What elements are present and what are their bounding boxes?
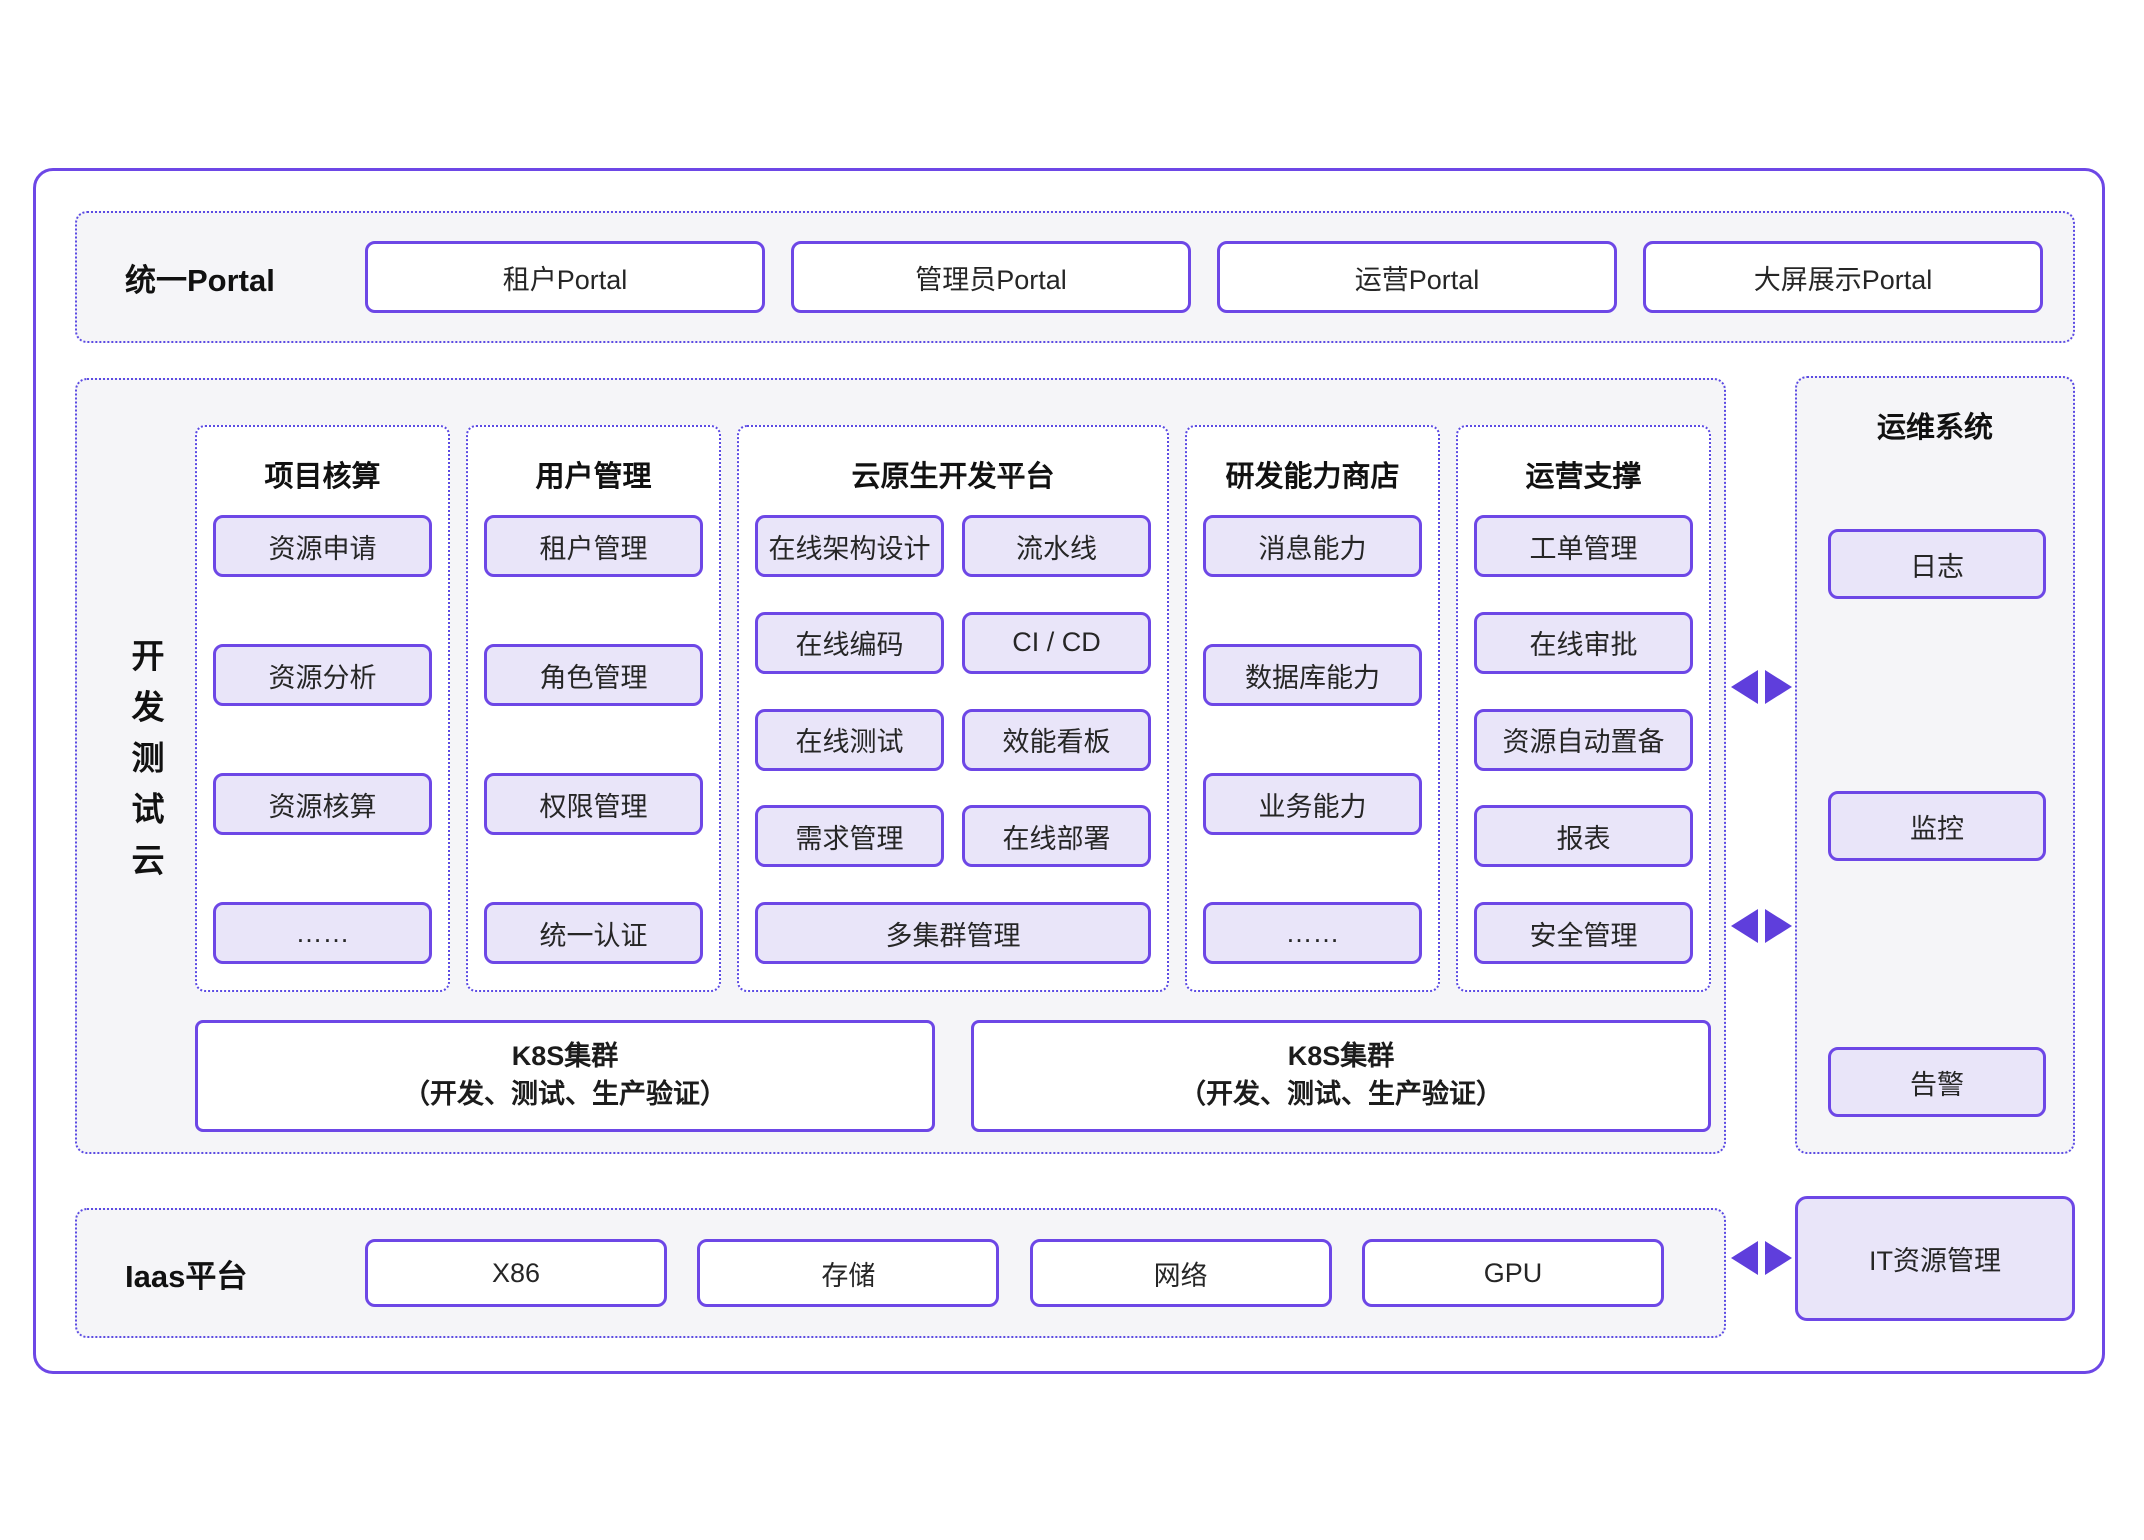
left-triangle-icon: [1731, 670, 1758, 704]
devtest-cloud-label: 开发测试云: [127, 638, 164, 894]
right-triangle-icon: [1765, 909, 1792, 943]
column-capability-store: 研发能力商店 消息能力 数据库能力 业务能力 ……: [1185, 425, 1440, 992]
module-box: CI / CD: [962, 611, 1151, 674]
module-box: 在线架构设计: [755, 515, 944, 577]
column-title: 用户管理: [535, 461, 652, 493]
module-box: 租户管理: [484, 515, 703, 577]
module-box: 资源核算: [213, 773, 432, 835]
column-title: 运营支撑: [1525, 461, 1642, 493]
iaas-platform-section: Iaas平台 X86 存储 网络 GPU: [75, 1208, 1726, 1338]
right-triangle-icon: [1765, 670, 1792, 704]
module-box: 统一认证: [484, 902, 703, 964]
ops-system-title: 运维系统: [1876, 412, 1993, 444]
module-box-ellipsis: ……: [213, 902, 432, 964]
module-box-monitor: 监控: [1828, 791, 2046, 861]
it-resource-management-box: IT资源管理: [1795, 1196, 2075, 1321]
module-box: 在线审批: [1474, 611, 1693, 674]
column-items-grid: 在线架构设计 流水线 在线编码 CI / CD 在线测试 效能看板 需求管理 在…: [755, 499, 1151, 970]
storage-box: 存储: [697, 1239, 1000, 1307]
module-box: 在线部署: [962, 805, 1151, 868]
network-box: 网络: [1029, 1239, 1332, 1307]
column-items: 消息能力 数据库能力 业务能力 ……: [1203, 499, 1422, 970]
module-box: 业务能力: [1203, 773, 1422, 835]
column-items: 资源申请 资源分析 资源核算 ……: [213, 499, 432, 970]
column-title: 项目核算: [264, 461, 381, 493]
column-operation-support: 运营支撑 工单管理 在线审批 资源自动置备 报表 安全管理: [1456, 425, 1711, 992]
portal-button-group: 租户Portal 管理员Portal 运营Portal 大屏展示Portal: [365, 241, 2043, 313]
module-box: 流水线: [962, 515, 1151, 577]
bidirectional-arrow-icon: [1727, 909, 1796, 943]
module-box-log: 日志: [1828, 529, 2046, 599]
unified-portal-label: 统一Portal: [125, 262, 275, 298]
architecture-diagram-frame: 统一Portal 租户Portal 管理员Portal 运营Portal 大屏展…: [33, 168, 2105, 1374]
iaas-platform-label: Iaas平台: [125, 1258, 248, 1294]
module-box-ellipsis: ……: [1203, 902, 1422, 964]
gpu-box: GPU: [1361, 1239, 1664, 1307]
module-box-multicluster: 多集群管理: [755, 902, 1151, 964]
tenant-portal-box: 租户Portal: [365, 241, 765, 313]
module-box: 权限管理: [484, 773, 703, 835]
k8s-cluster-title: K8S集群: [511, 1041, 619, 1072]
module-box: 资源分析: [213, 644, 432, 706]
middle-row: 开发测试云 项目核算 资源申请 资源分析 资源核算 …… 用户管理 租户管理: [75, 376, 2075, 1154]
module-box-alert: 告警: [1828, 1047, 2046, 1117]
iaas-button-group: X86 存储 网络 GPU: [365, 1239, 1664, 1307]
k8s-cluster-box: K8S集群 （开发、测试、生产验证）: [195, 1020, 935, 1132]
iaas-row: Iaas平台 X86 存储 网络 GPU IT资源管理: [75, 1196, 2075, 1338]
admin-portal-box: 管理员Portal: [791, 241, 1191, 313]
x86-box: X86: [365, 1239, 667, 1307]
k8s-cluster-subtitle: （开发、测试、生产验证）: [403, 1079, 727, 1109]
module-box: 在线编码: [755, 611, 944, 674]
right-triangle-icon: [1765, 1241, 1792, 1275]
column-title: 云原生开发平台: [851, 461, 1055, 493]
left-triangle-icon: [1731, 1241, 1758, 1275]
module-box: 需求管理: [755, 805, 944, 868]
k8s-cluster-box: K8S集群 （开发、测试、生产验证）: [971, 1020, 1711, 1132]
k8s-cluster-title: K8S集群: [1287, 1041, 1395, 1072]
bidirectional-arrow-icon: [1727, 670, 1796, 704]
module-box: 资源自动置备: [1474, 708, 1693, 771]
module-box: 数据库能力: [1203, 644, 1422, 706]
module-box: 报表: [1474, 805, 1693, 868]
module-box: 在线测试: [755, 708, 944, 771]
operation-portal-box: 运营Portal: [1217, 241, 1617, 313]
k8s-cluster-subtitle: （开发、测试、生产验证）: [1179, 1079, 1503, 1109]
module-box: 安全管理: [1474, 902, 1693, 964]
column-title: 研发能力商店: [1225, 461, 1400, 493]
bigscreen-portal-box: 大屏展示Portal: [1643, 241, 2043, 313]
module-box: 效能看板: [962, 708, 1151, 771]
column-user-management: 用户管理 租户管理 角色管理 权限管理 统一认证: [466, 425, 721, 992]
column-project-accounting: 项目核算 资源申请 资源分析 资源核算 ……: [195, 425, 450, 992]
column-items: 租户管理 角色管理 权限管理 统一认证: [484, 499, 703, 970]
bidirectional-arrow-icon: [1727, 1241, 1796, 1275]
module-box: 角色管理: [484, 644, 703, 706]
left-triangle-icon: [1731, 909, 1758, 943]
module-box: 资源申请: [213, 515, 432, 577]
column-items: 工单管理 在线审批 资源自动置备 报表 安全管理: [1474, 499, 1693, 970]
module-box: 消息能力: [1203, 515, 1422, 577]
ops-system-section: 运维系统 日志 监控 告警: [1795, 376, 2075, 1154]
unified-portal-section: 统一Portal 租户Portal 管理员Portal 运营Portal 大屏展…: [75, 211, 2075, 343]
devtest-cloud-section: 开发测试云 项目核算 资源申请 资源分析 资源核算 …… 用户管理 租户管理: [75, 378, 1726, 1154]
k8s-cluster-row: K8S集群 （开发、测试、生产验证） K8S集群 （开发、测试、生产验证）: [195, 1020, 1711, 1132]
module-box: 工单管理: [1474, 515, 1693, 577]
module-columns: 项目核算 资源申请 资源分析 资源核算 …… 用户管理 租户管理 角色管理 权限…: [195, 425, 1711, 992]
column-cloudnative-platform: 云原生开发平台 在线架构设计 流水线 在线编码 CI / CD 在线测试 效能看…: [737, 425, 1169, 992]
